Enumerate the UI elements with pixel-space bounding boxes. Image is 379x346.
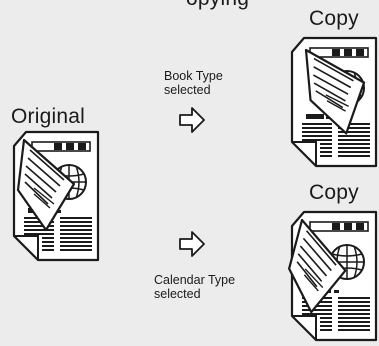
calendar-type-arrow-icon [180,232,204,256]
original-document-icon [14,132,98,260]
book-type-arrow-icon [180,108,204,132]
copy-book-type-icon [292,38,376,166]
copy-calendar-type-icon [284,212,376,340]
